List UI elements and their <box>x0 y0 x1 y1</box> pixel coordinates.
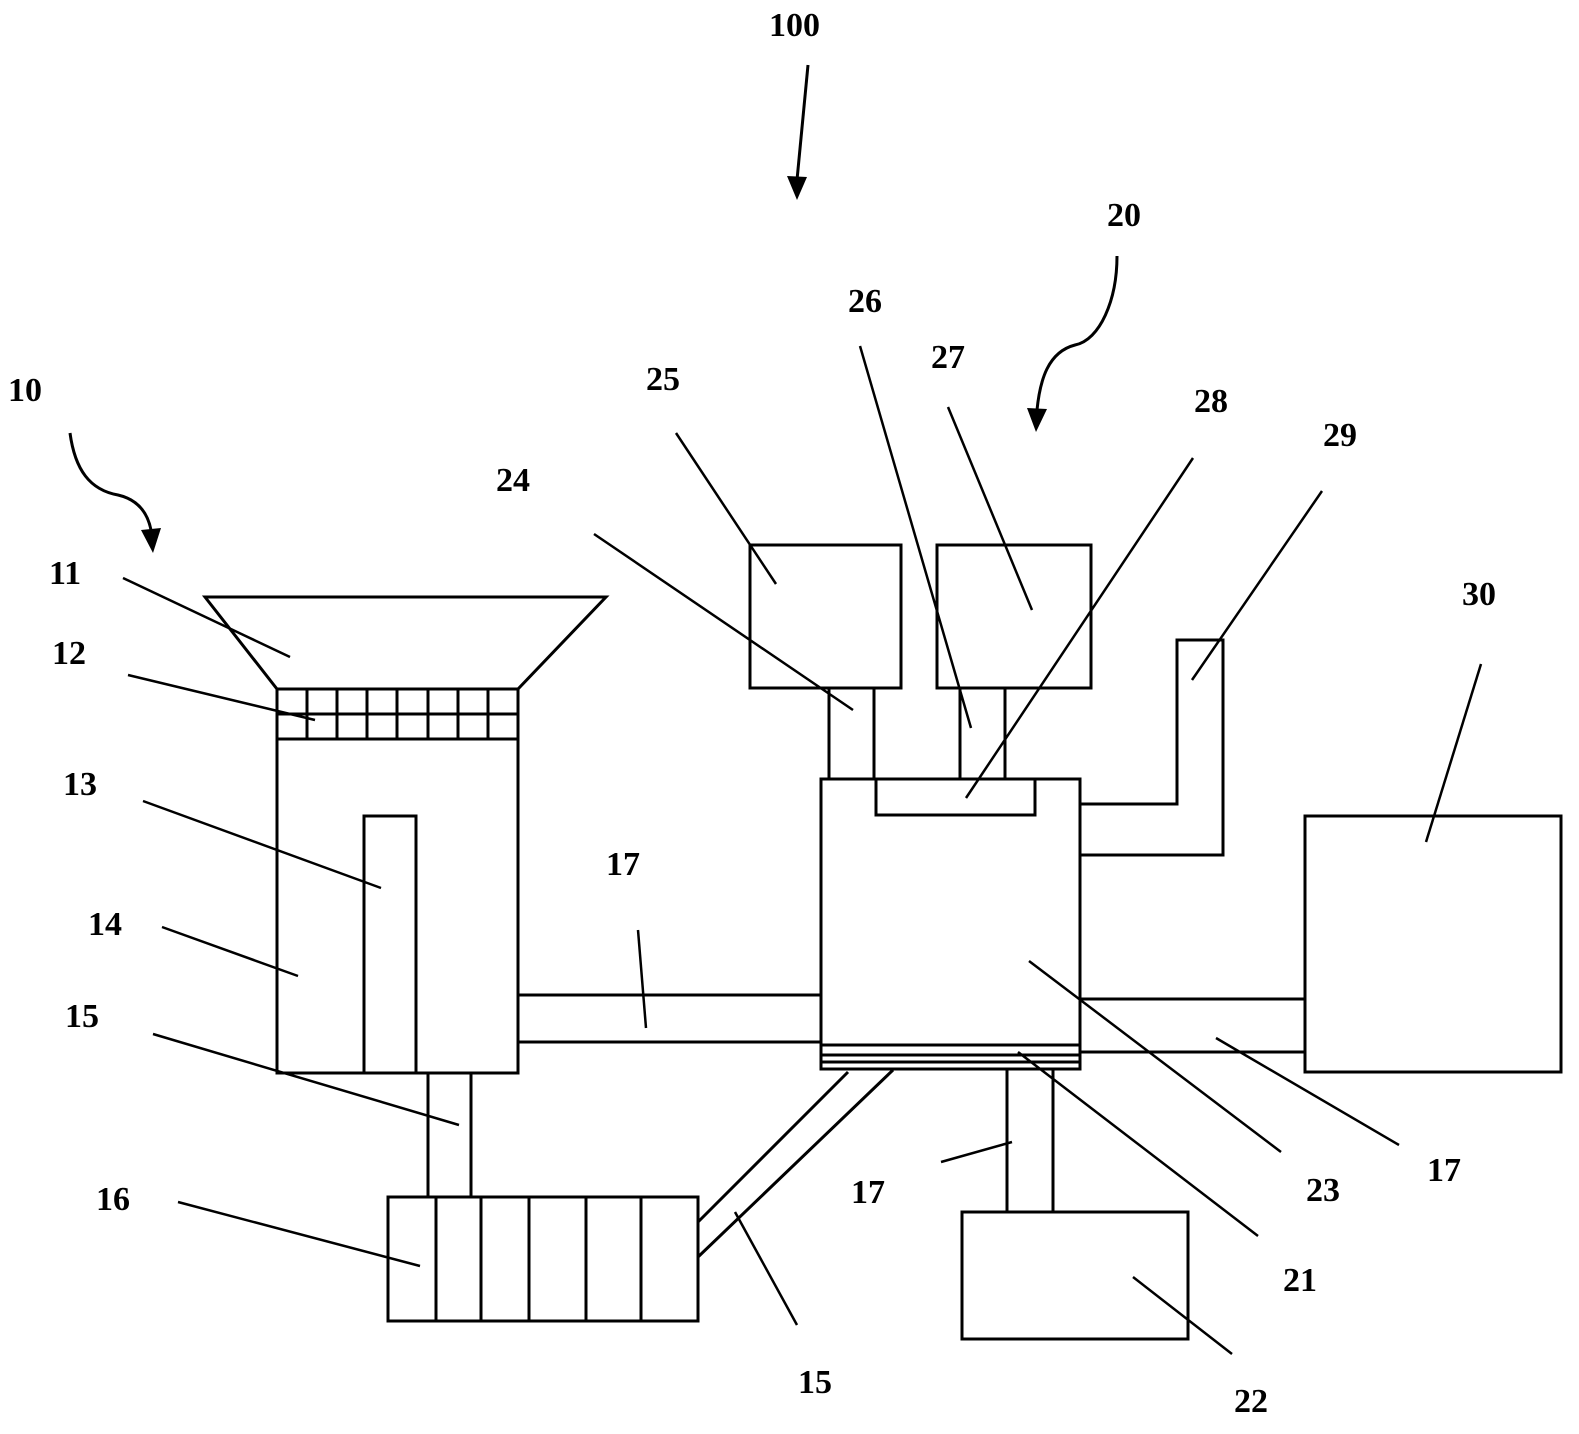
label-15-bottom: 15 <box>798 1364 832 1401</box>
arrow-unit-right <box>1027 255 1119 432</box>
arrow-unit-left <box>68 432 161 553</box>
pipe-left-vertical <box>426 1073 473 1197</box>
arrow-system <box>787 64 810 200</box>
label-17-mid: 17 <box>606 846 640 883</box>
box-top-right <box>935 543 1093 690</box>
pipe-lower <box>1005 1069 1055 1212</box>
label-12: 12 <box>52 635 86 672</box>
label-29: 29 <box>1323 417 1357 454</box>
label-10: 10 <box>8 372 42 409</box>
label-20: 20 <box>1107 197 1141 234</box>
label-22: 22 <box>1234 1383 1268 1420</box>
label-27: 27 <box>931 339 965 376</box>
label-21: 21 <box>1283 1262 1317 1299</box>
connector-horizontal-right <box>1080 997 1305 1054</box>
grid-screen <box>275 687 520 741</box>
label-11: 11 <box>49 555 81 592</box>
label-30: 30 <box>1462 576 1496 613</box>
side-pipe <box>1080 638 1225 857</box>
left-tank <box>275 737 520 1075</box>
reactor <box>819 777 1082 1071</box>
pipe-top-right <box>958 688 1007 779</box>
connector-horizontal-mid <box>518 993 821 1044</box>
label-16: 16 <box>96 1181 130 1218</box>
pipe-top-left <box>827 688 876 779</box>
label-28: 28 <box>1194 383 1228 420</box>
label-17-right: 17 <box>1427 1152 1461 1189</box>
label-25: 25 <box>646 361 680 398</box>
label-24: 24 <box>496 462 530 499</box>
label-100: 100 <box>769 7 820 44</box>
leader-lines <box>122 345 1483 1355</box>
pipe-bottom-diagonal <box>696 1068 895 1259</box>
hopper <box>201 595 610 691</box>
label-23: 23 <box>1306 1172 1340 1209</box>
lower-box <box>960 1210 1190 1341</box>
bottom-plate <box>821 1043 1080 1064</box>
bottom-box <box>386 1195 700 1323</box>
inner-column <box>362 814 418 1075</box>
box-top-left <box>748 543 903 690</box>
right-box <box>1303 814 1563 1074</box>
label-14: 14 <box>88 906 122 943</box>
label-17-low: 17 <box>851 1174 885 1211</box>
top-tray <box>874 779 1037 817</box>
label-13: 13 <box>63 766 97 803</box>
label-15-left: 15 <box>65 998 99 1035</box>
label-26: 26 <box>848 283 882 320</box>
